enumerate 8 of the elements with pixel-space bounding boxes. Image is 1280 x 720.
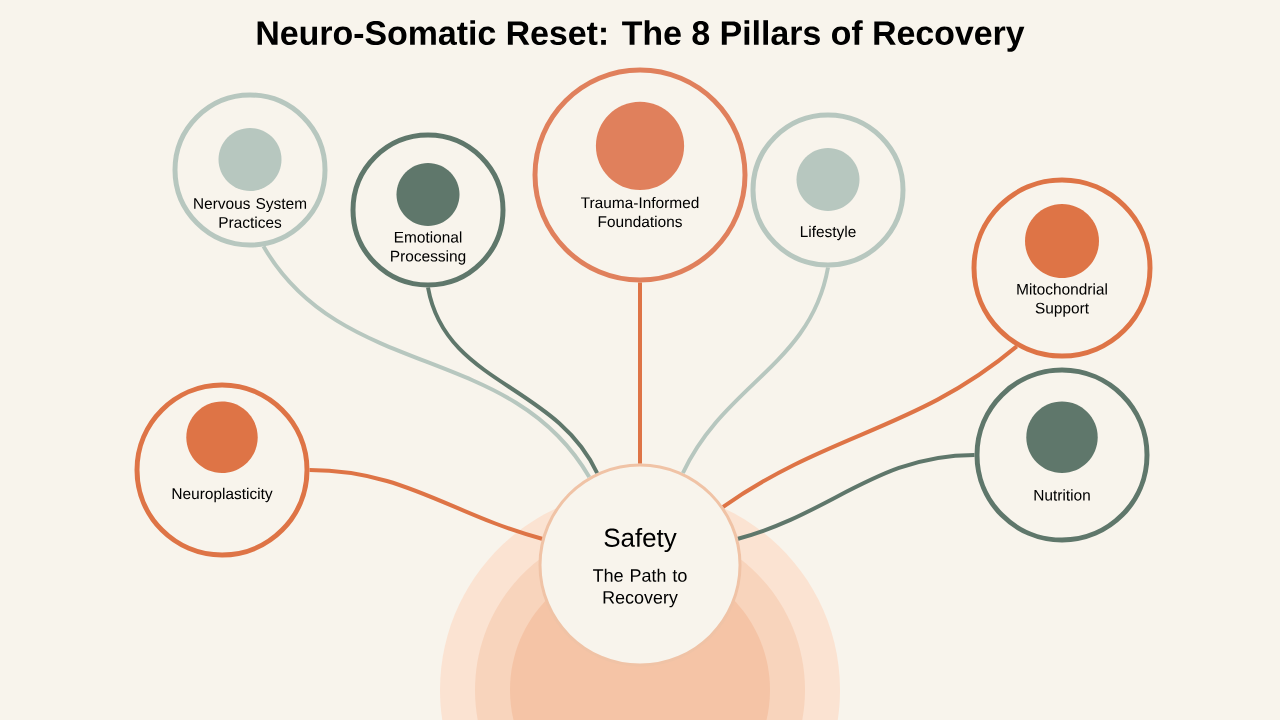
neural-branch <box>261 245 591 479</box>
neural-branch <box>722 344 1018 509</box>
neural-branch <box>638 282 642 464</box>
neural-branch <box>426 286 599 474</box>
neural-branch <box>681 267 830 474</box>
title: Neuro-Somatic Reset: The 8 Pillars of Recovery <box>257 20 1025 52</box>
neural-branch <box>309 468 543 541</box>
neural-branch <box>737 453 975 541</box>
